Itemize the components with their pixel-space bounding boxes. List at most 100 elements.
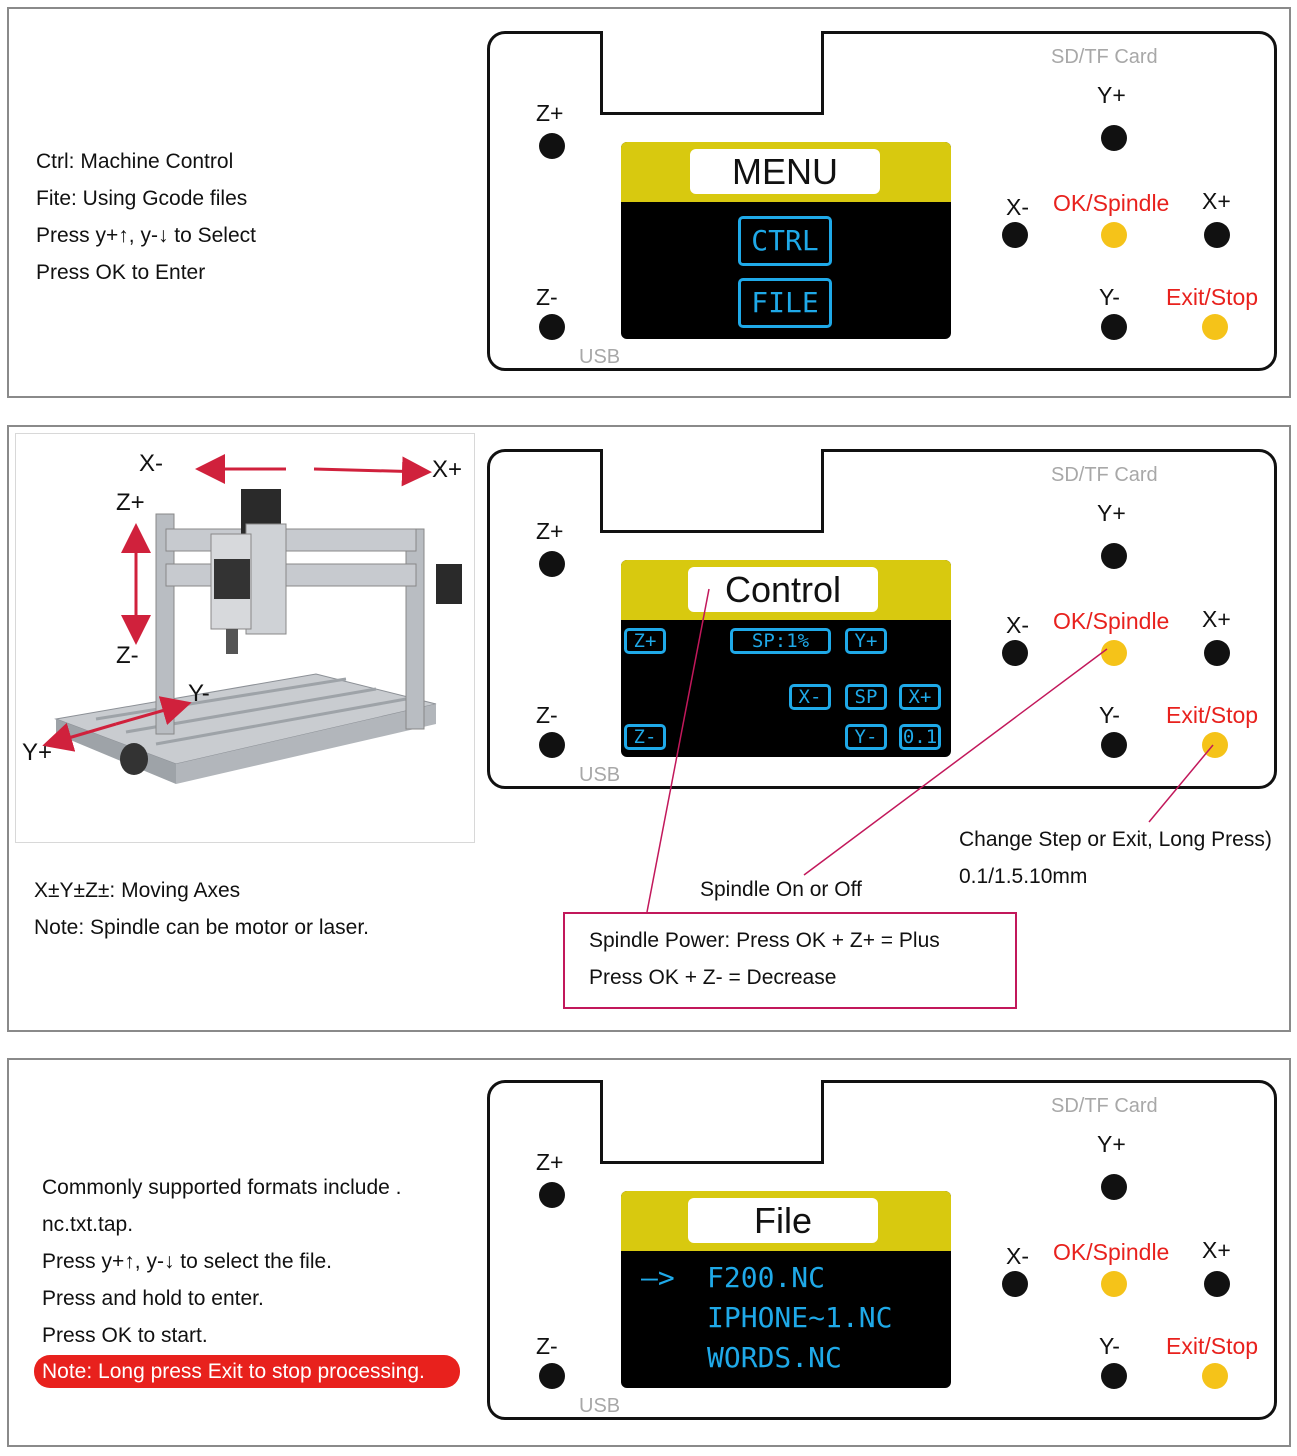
controller-board: SD/TF Card USB Z+ Z- Y+ X- OK/Spindle X+… [487, 31, 1277, 371]
section-file: Commonly supported formats include . nc.… [7, 1058, 1291, 1447]
file-item[interactable]: IPHONE~1.NC [707, 1301, 893, 1334]
x-minus-button[interactable] [1002, 640, 1028, 666]
z-minus-label: Z- [536, 284, 558, 310]
instruction-line: nc.txt.tap. [42, 1213, 134, 1236]
y-plus-label: Y+ [1097, 500, 1126, 526]
x-plus-label: X+ [1202, 1237, 1231, 1263]
y-plus-button[interactable] [1101, 125, 1127, 151]
screen-title: MENU [690, 149, 880, 194]
file-item[interactable]: WORDS.NC [707, 1341, 842, 1374]
z-minus-label: Z- [536, 1333, 558, 1359]
control-spindle[interactable]: SP [845, 684, 887, 710]
x-minus-label: X- [1006, 194, 1029, 220]
control-z-minus[interactable]: Z- [624, 724, 666, 750]
control-spindle-power[interactable]: SP:1% [730, 628, 831, 654]
callout-line: Press OK + Z- = Decrease [589, 966, 837, 989]
y-minus-label: Y- [1099, 702, 1120, 728]
x-plus-label: X+ [1202, 606, 1231, 632]
note-line: Note: Spindle can be motor or laser. [34, 916, 370, 939]
section-menu: Ctrl: Machine Control Fite: Using Gcode … [7, 7, 1291, 398]
y-plus-button[interactable] [1101, 543, 1127, 569]
file-screen: File —> F200.NC IPHONE~1.NC WORDS.NC [621, 1191, 951, 1388]
menu-item-ctrl[interactable]: CTRL [738, 216, 832, 266]
menu-instructions: Ctrl: Machine Control Fite: Using Gcode … [36, 143, 256, 291]
x-minus-label: X- [1006, 1243, 1029, 1269]
control-y-minus[interactable]: Y- [845, 724, 887, 750]
z-minus-button[interactable] [539, 1363, 565, 1389]
y-minus-label: Y- [1099, 1333, 1120, 1359]
sd-card-label: SD/TF Card [1051, 46, 1158, 68]
instruction-line: Fite: Using Gcode files [36, 187, 248, 210]
control-screen: Control Z+ SP:1% Y+ X- SP X+ Z- Y- 0.1 [621, 560, 951, 757]
y-plus-label: Y+ [1097, 82, 1126, 108]
usb-label: USB [579, 1395, 621, 1417]
instruction-line: Press y+↑, y-↓ to Select [36, 224, 256, 247]
file-item[interactable]: F200.NC [707, 1261, 826, 1294]
instruction-line: Press OK to Enter [36, 261, 206, 284]
instruction-line: Ctrl: Machine Control [36, 150, 234, 173]
exit-stop-button[interactable] [1202, 1363, 1228, 1389]
exit-stop-label: Exit/Stop [1166, 702, 1259, 728]
y-plus-label: Y+ [1097, 1131, 1126, 1157]
menu-item-file[interactable]: FILE [738, 278, 832, 328]
selection-arrow-icon: —> [641, 1261, 675, 1294]
y-plus-button[interactable] [1101, 1174, 1127, 1200]
ok-spindle-label: OK/Spindle [1053, 1239, 1170, 1265]
usb-label: USB [579, 346, 621, 368]
spindle-note: Spindle On or Off [700, 878, 862, 901]
y-minus-button[interactable] [1101, 1363, 1127, 1389]
screen-title: File [688, 1198, 878, 1243]
x-plus-button[interactable] [1204, 640, 1230, 666]
instruction-line: Press and hold to enter. [42, 1287, 264, 1310]
axis-z-minus-label: Z- [116, 642, 139, 669]
sd-card-label: SD/TF Card [1051, 1095, 1158, 1117]
ok-spindle-button[interactable] [1101, 640, 1127, 666]
z-plus-button[interactable] [539, 133, 565, 159]
x-plus-button[interactable] [1204, 222, 1230, 248]
control-step[interactable]: 0.1 [899, 724, 941, 750]
z-plus-button[interactable] [539, 551, 565, 577]
axis-x-minus-label: X- [139, 450, 163, 477]
control-z-plus[interactable]: Z+ [624, 628, 666, 654]
axis-y-minus-label: Y- [188, 680, 210, 707]
ok-spindle-label: OK/Spindle [1053, 608, 1170, 634]
y-minus-button[interactable] [1101, 732, 1127, 758]
callout-text: Spindle Power: Press OK + Z+ = Plus Pres… [589, 922, 940, 996]
x-minus-button[interactable] [1002, 1271, 1028, 1297]
controller-board: SD/TF Card USB Z+ Z- Y+ X- OK/Spindle X+… [487, 1080, 1277, 1420]
step-note: Change Step or Exit, Long Press) 0.1/1.5… [959, 821, 1272, 895]
step-note-line: Change Step or Exit, Long Press) [959, 828, 1272, 851]
axis-x-plus-label: X+ [432, 456, 463, 483]
exit-stop-label: Exit/Stop [1166, 1333, 1259, 1359]
axes-notes: X±Y±Z±: Moving Axes Note: Spindle can be… [34, 872, 369, 946]
exit-stop-button[interactable] [1202, 732, 1228, 758]
exit-stop-label: Exit/Stop [1166, 284, 1259, 310]
sd-card-slot [600, 449, 824, 533]
usb-label: USB [579, 764, 621, 786]
instruction-line: Press y+↑, y-↓ to select the file. [42, 1250, 333, 1273]
control-x-minus[interactable]: X- [789, 684, 831, 710]
z-minus-button[interactable] [539, 732, 565, 758]
z-plus-label: Z+ [536, 1149, 564, 1175]
menu-screen: MENU CTRL FILE [621, 142, 951, 339]
z-plus-button[interactable] [539, 1182, 565, 1208]
z-minus-button[interactable] [539, 314, 565, 340]
screen-title: Control [688, 567, 878, 612]
cnc-machine-drawing [42, 454, 462, 784]
control-y-plus[interactable]: Y+ [845, 628, 887, 654]
control-x-plus[interactable]: X+ [899, 684, 941, 710]
cnc-machine-illustration: X- X+ Z+ Z- Y- Y+ [15, 433, 475, 843]
controller-board: SD/TF Card USB Z+ Z- Y+ X- OK/Spindle X+… [487, 449, 1277, 789]
file-instructions: Commonly supported formats include . nc.… [42, 1169, 402, 1354]
x-plus-label: X+ [1202, 188, 1231, 214]
ok-spindle-button[interactable] [1101, 1271, 1127, 1297]
ok-spindle-button[interactable] [1101, 222, 1127, 248]
spindle-power-callout: Spindle Power: Press OK + Z+ = Plus Pres… [563, 912, 1017, 1009]
x-minus-button[interactable] [1002, 222, 1028, 248]
y-minus-button[interactable] [1101, 314, 1127, 340]
x-plus-button[interactable] [1204, 1271, 1230, 1297]
instruction-line: Press OK to start. [42, 1324, 208, 1347]
axis-y-plus-label: Y+ [22, 739, 53, 766]
stop-processing-note: Note: Long press Exit to stop processing… [34, 1355, 460, 1388]
exit-stop-button[interactable] [1202, 314, 1228, 340]
